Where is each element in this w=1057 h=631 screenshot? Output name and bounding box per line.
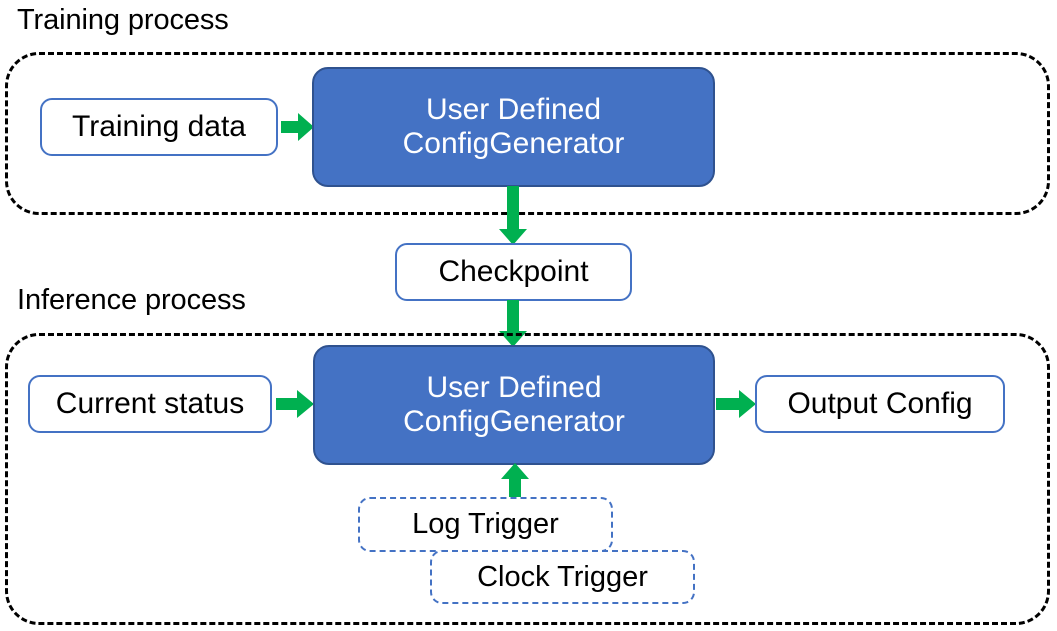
current-status-label: Current status [55,387,245,421]
arrow-generator-to-output-config [716,389,756,419]
log-trigger-label: Log Trigger [412,508,559,541]
checkpoint-node[interactable]: Checkpoint [395,243,632,301]
inference-process-group [5,333,1050,625]
training-config-generator-line1: User Defined [425,92,602,126]
inference-config-generator-node[interactable]: User Defined ConfigGenerator [313,345,715,465]
inference-process-title: Inference process [17,284,246,316]
arrow-current-status-to-generator [276,389,314,419]
inference-config-generator-line2: ConfigGenerator [403,405,625,438]
output-config-node[interactable]: Output Config [755,375,1005,433]
inference-config-generator-line1: User Defined [426,370,602,404]
current-status-node[interactable]: Current status [28,375,272,433]
clock-trigger-node[interactable]: Clock Trigger [430,550,695,604]
training-process-title: Training process [17,4,229,36]
output-config-label: Output Config [787,387,973,421]
training-data-label: Training data [72,110,246,144]
arrow-training-generator-to-checkpoint [498,186,528,246]
log-trigger-node[interactable]: Log Trigger [358,497,613,552]
training-config-generator-line2: ConfigGenerator [402,127,625,160]
arrow-training-data-to-generator [281,112,314,142]
training-config-generator-node[interactable]: User Defined ConfigGenerator [312,67,715,187]
training-process-group [5,52,1050,215]
checkpoint-label: Checkpoint [438,255,589,289]
training-data-node[interactable]: Training data [40,98,278,156]
clock-trigger-label: Clock Trigger [477,560,648,593]
